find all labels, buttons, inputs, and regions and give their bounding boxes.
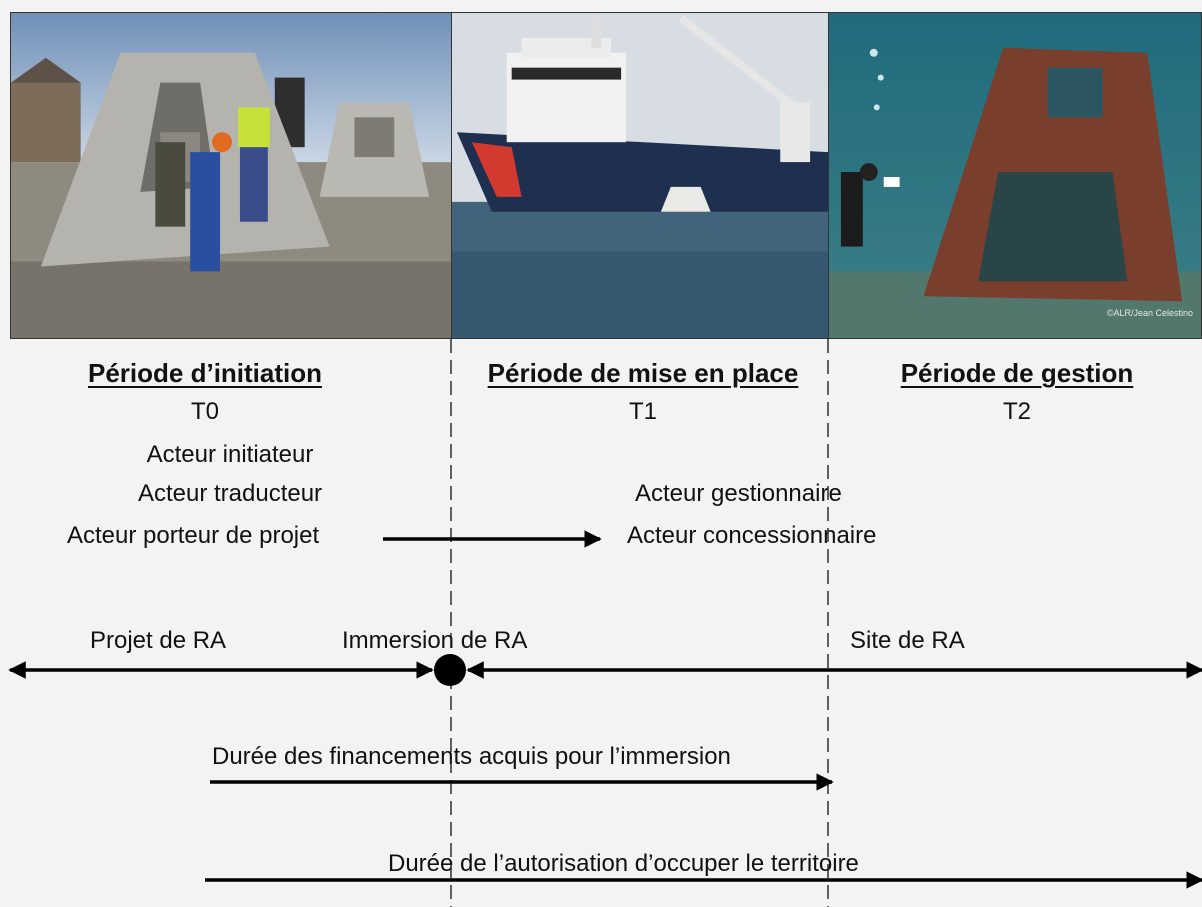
period-gestion-code: T2	[1002, 398, 1032, 425]
period-initiation-title: Période d’initiation	[87, 358, 323, 388]
label-site-de-ra: Site de RA	[850, 627, 965, 654]
actor-traducteur: Acteur traducteur	[137, 480, 323, 507]
actor-porteur-de-projet: Acteur porteur de projet	[67, 522, 320, 549]
photo-underwater-reef: ©ALR/Jean Celestino	[828, 12, 1202, 339]
photo-reef-module-quay	[10, 12, 452, 339]
label-immersion-de-ra: Immersion de RA	[342, 627, 528, 654]
period-initiation-code: T0	[190, 398, 220, 425]
photo-vessel-immersion	[451, 12, 829, 339]
actor-concessionnaire: Acteur concessionnaire	[627, 522, 877, 549]
photo-credit: ©ALR/Jean Celestino	[1106, 308, 1193, 318]
photo-vessel-illustration	[452, 13, 828, 338]
label-duree-autorisation: Durée de l’autorisation d’occuper le ter…	[388, 850, 859, 877]
photo-quay-illustration	[11, 13, 451, 338]
label-duree-financements: Durée des financements acquis pour l’imm…	[212, 743, 731, 770]
photo-underwater-illustration	[829, 13, 1201, 338]
actor-initiateur: Acteur initiateur	[146, 441, 314, 468]
period-mise-en-place-title: Période de mise en place	[487, 358, 799, 388]
period-mise-en-place-code: T1	[628, 398, 658, 425]
actor-gestionnaire: Acteur gestionnaire	[635, 480, 842, 507]
label-projet-de-ra: Projet de RA	[90, 627, 227, 654]
immersion-marker	[434, 654, 466, 686]
period-gestion-title: Période de gestion	[900, 358, 1134, 388]
